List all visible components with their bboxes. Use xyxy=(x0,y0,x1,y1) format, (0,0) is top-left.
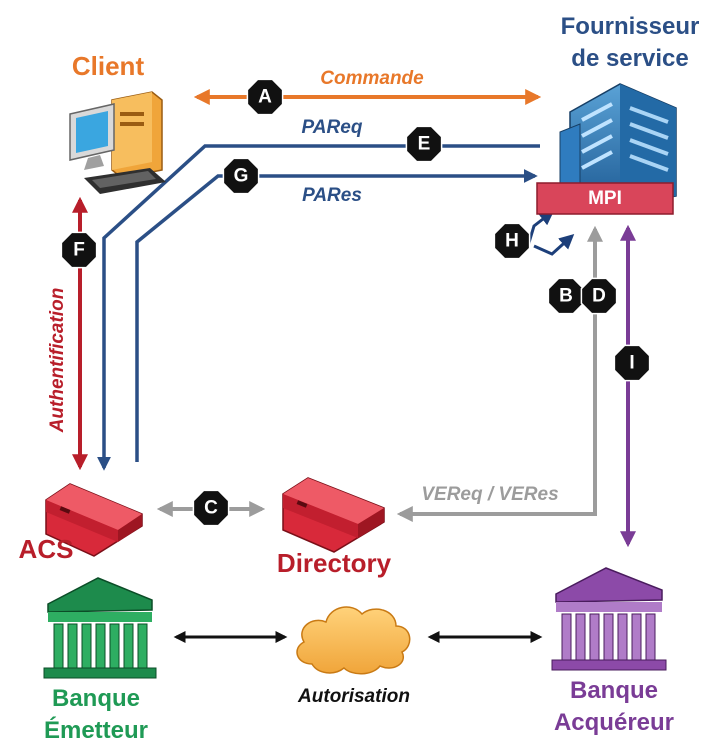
client-label: Client xyxy=(72,51,145,81)
cloud-label: Autorisation xyxy=(297,686,410,707)
badge-e: E xyxy=(405,125,443,163)
bank-icon xyxy=(551,567,667,671)
building-icon xyxy=(559,83,677,207)
computer-icon xyxy=(69,91,166,194)
acquirer-bank-label-line1: Banque xyxy=(570,677,658,704)
mpi-box: MPI xyxy=(536,182,674,215)
vereq-veres-label: VEReq / VERes xyxy=(421,484,558,505)
svg-text:B: B xyxy=(559,286,573,307)
provider-label-line1: Fournisseur xyxy=(561,13,700,40)
issuer-bank-label-line2: Émetteur xyxy=(44,716,148,742)
h-arrow-2 xyxy=(533,233,575,256)
server-icon xyxy=(45,483,143,557)
svg-text:A: A xyxy=(258,87,272,108)
badge-d: D xyxy=(580,277,618,315)
badge-a: A xyxy=(246,78,284,116)
svg-text:I: I xyxy=(629,353,634,374)
bank-icon xyxy=(43,577,157,679)
vereq-veres-arrow xyxy=(396,225,603,522)
acquirer-bank-label-line2: Acquéreur xyxy=(554,709,674,736)
badge-i: I xyxy=(613,344,651,382)
badge-g: G xyxy=(222,157,260,195)
provider-label-line2: de service xyxy=(571,45,688,72)
badge-h: H xyxy=(493,222,531,260)
svg-text:E: E xyxy=(418,134,431,155)
svg-text:F: F xyxy=(73,240,85,261)
cloud-icon xyxy=(296,606,411,675)
commande-label: Commande xyxy=(320,68,424,89)
pareq-label: PAReq xyxy=(302,117,363,138)
svg-text:C: C xyxy=(204,498,218,519)
svg-text:H: H xyxy=(505,231,519,252)
badge-b: B xyxy=(547,277,585,315)
acs-label: ACS xyxy=(19,534,74,564)
svg-text:D: D xyxy=(592,286,606,307)
badge-f: F xyxy=(60,231,98,269)
issuer-bank-label-line1: Banque xyxy=(52,685,140,712)
pareq-arrow xyxy=(97,144,540,471)
mpi-label: MPI xyxy=(588,188,622,209)
server-icon xyxy=(282,477,385,553)
h-arrow-1 xyxy=(526,210,555,247)
pares-label: PARes xyxy=(302,185,362,206)
svg-text:G: G xyxy=(234,166,249,187)
badge-c: C xyxy=(192,489,230,527)
authentification-label: Authentification xyxy=(47,288,68,434)
directory-label: Directory xyxy=(277,548,392,578)
pares-arrow xyxy=(135,169,538,462)
